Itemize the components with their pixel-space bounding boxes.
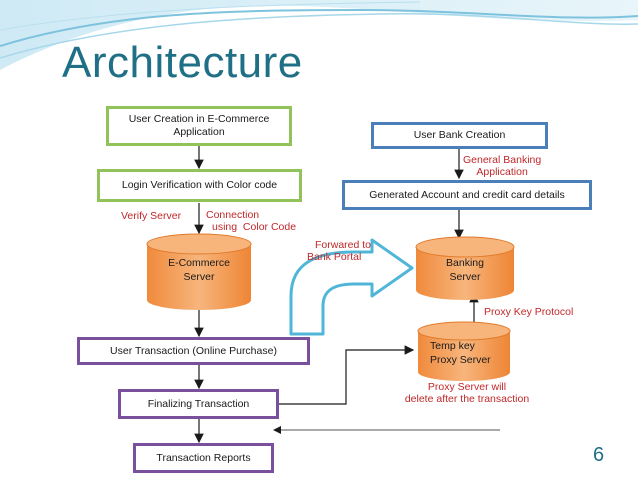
user-transaction-box: User Transaction (Online Purchase) xyxy=(77,337,310,365)
user-creation-box: User Creation in E-Commerce Application xyxy=(106,106,292,146)
transaction-reports-box: Transaction Reports xyxy=(133,443,274,473)
banking-server-line2: Server xyxy=(449,270,481,283)
finalizing-transaction-box: Finalizing Transaction xyxy=(118,389,279,419)
ecommerce-server-line1: E-Commerce xyxy=(168,257,230,269)
forward-line1: Forwared to xyxy=(315,239,372,251)
header-wave-decoration xyxy=(0,0,638,70)
ecommerce-server-cylinder xyxy=(146,233,252,310)
proxy-server-label: Temp key Proxy Server xyxy=(418,340,510,367)
proxy-protocol-label: Proxy Key Protocol xyxy=(484,306,574,318)
proxy-server-line2: Proxy Server xyxy=(430,353,491,366)
proxy-delete-line2: delete after the transaction xyxy=(404,393,530,406)
banking-server-cylinder xyxy=(415,236,515,300)
arrow-finalizing-to-proxy xyxy=(279,345,415,405)
user-bank-creation-box: User Bank Creation xyxy=(371,122,548,149)
account-details-box: Generated Account and credit card detail… xyxy=(342,180,592,210)
connection-line1: Connection xyxy=(206,209,260,221)
banking-server-line1: Banking xyxy=(446,257,484,269)
login-verification-box: Login Verification with Color code xyxy=(97,169,302,202)
general-banking-line1: General Banking xyxy=(463,154,542,166)
connection-line2: using Color Code xyxy=(212,221,297,234)
proxy-server-line1: Temp key xyxy=(430,340,475,352)
ecommerce-server-line2: Server xyxy=(183,270,215,283)
proxy-server-cylinder xyxy=(417,321,511,381)
proxy-delete-line1: Proxy Server will xyxy=(427,381,507,393)
general-banking-label: General Banking Application xyxy=(463,154,541,178)
forward-label: Forwared to Bank Portal xyxy=(307,239,371,263)
banking-server-label: Banking Server xyxy=(416,257,514,284)
general-banking-line2: Application xyxy=(476,166,528,179)
forward-to-bank-arrow xyxy=(289,238,414,336)
verify-server-label: Verify Server xyxy=(121,210,182,222)
page-number: 6 xyxy=(593,444,605,466)
connection-label: Connection using Color Code xyxy=(206,209,296,233)
ecommerce-server-label: E-Commerce Server xyxy=(147,257,251,284)
proxy-delete-label: Proxy Server will delete after the trans… xyxy=(388,381,546,405)
forward-line2: Bank Portal xyxy=(307,251,362,264)
page-title: Architecture xyxy=(62,38,303,87)
